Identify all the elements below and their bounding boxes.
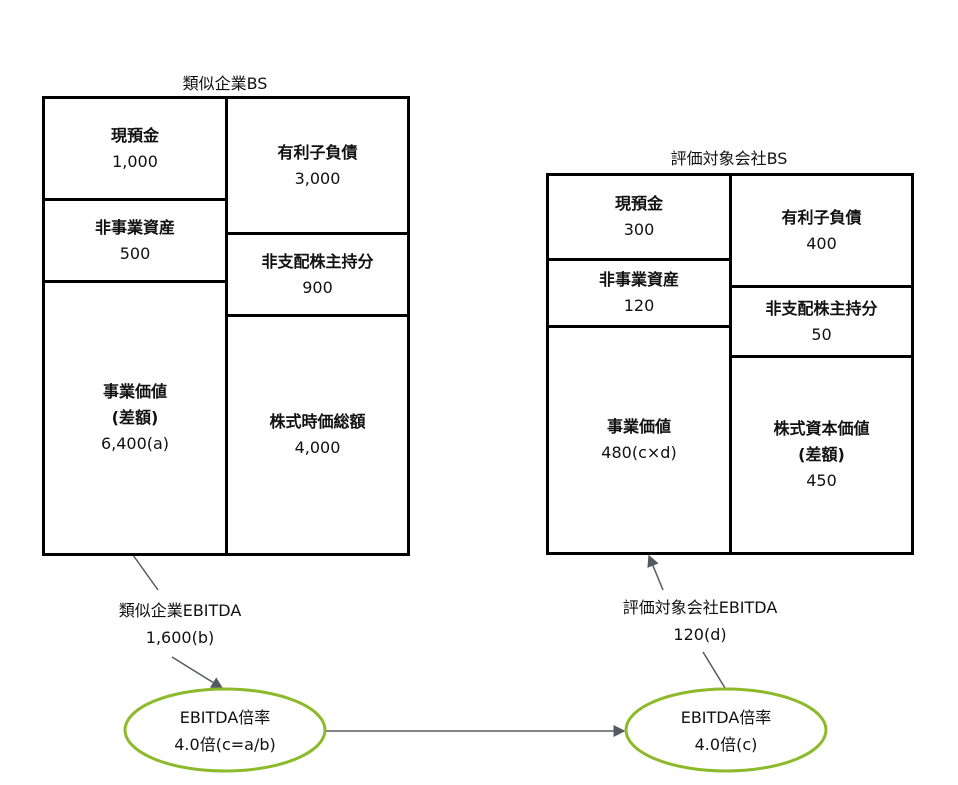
label: 事業価値 xyxy=(606,417,671,436)
target-multiple: EBITDA倍率 4.0倍(c) xyxy=(606,704,846,758)
label: EBITDA倍率 xyxy=(179,708,271,727)
cell-market-cap: 株式時価総額 4,000 xyxy=(225,314,410,556)
cell-debt: 有利子負債 400 xyxy=(729,173,914,288)
label: 非支配株主持分 xyxy=(261,251,374,271)
connector-line xyxy=(702,651,726,689)
value: 900 xyxy=(302,277,333,297)
value: 1,600(b) xyxy=(145,628,215,647)
label-sub: (差額) xyxy=(111,408,159,427)
multiple-ellipse-target xyxy=(624,687,828,773)
cell-equity-value: 株式資本価値 (差額) 450 xyxy=(729,355,914,555)
cell-cash: 現預金 300 xyxy=(546,173,732,261)
target-bs-title: 評価対象会社BS xyxy=(670,149,788,168)
label: 事業価値 xyxy=(102,382,167,401)
cell-enterprise-value: 事業価値 480(c×d) xyxy=(546,325,732,555)
value: 4.0倍(c=a/b) xyxy=(174,735,276,754)
arrow-to-target-bs xyxy=(647,554,664,591)
value: 500 xyxy=(119,243,151,263)
multiple-ellipse-comparable xyxy=(123,687,327,773)
label: 株式資本価値 xyxy=(773,419,870,438)
value: 120 xyxy=(623,296,655,315)
label: 非支配株主持分 xyxy=(765,298,878,318)
value: 300 xyxy=(623,220,655,239)
label: 現預金 xyxy=(110,125,159,145)
value: 1,000 xyxy=(112,151,158,171)
value: 120(d) xyxy=(673,625,727,644)
label-sub: (差額) xyxy=(798,445,845,464)
cell-enterprise-value: 事業価値 (差額) 6,400(a) xyxy=(42,280,228,556)
connector-line xyxy=(132,554,159,591)
comparable-multiple: EBITDA倍率 4.0倍(c=a/b) xyxy=(105,704,345,758)
cell-cash: 現預金 1,000 xyxy=(42,96,228,201)
cell-non-operating-assets: 非事業資産 120 xyxy=(546,258,732,328)
cell-non-operating-assets: 非事業資産 500 xyxy=(42,198,228,283)
cell-minority-interest: 非支配株主持分 900 xyxy=(225,232,410,317)
value: 480(c×d) xyxy=(601,443,677,462)
label: 有利子負債 xyxy=(781,207,862,227)
arrow-to-multiple xyxy=(171,656,224,689)
label: 現預金 xyxy=(614,194,663,213)
cell-minority-interest: 非支配株主持分 50 xyxy=(729,285,914,358)
value: 4.0倍(c) xyxy=(694,735,758,754)
label: 有利子負債 xyxy=(277,142,358,162)
comparable-bs-title: 類似企業BS xyxy=(182,74,268,93)
value: 6,400(a) xyxy=(100,434,170,453)
cell-debt: 有利子負債 3,000 xyxy=(225,96,410,235)
value: 50 xyxy=(811,324,832,344)
label: 株式時価総額 xyxy=(269,412,366,431)
value: 4,000 xyxy=(294,438,341,457)
value: 450 xyxy=(806,471,837,490)
label: 非事業資産 xyxy=(94,217,175,237)
label: EBITDA倍率 xyxy=(680,708,772,727)
label: 非事業資産 xyxy=(598,270,679,289)
label: 評価対象会社EBITDA xyxy=(622,598,778,617)
target-ebitda: 評価対象会社EBITDA 120(d) xyxy=(580,594,820,648)
label: 類似企業EBITDA xyxy=(118,601,242,620)
value: 400 xyxy=(806,233,837,253)
value: 3,000 xyxy=(294,168,341,188)
comparable-ebitda: 類似企業EBITDA 1,600(b) xyxy=(60,597,300,651)
